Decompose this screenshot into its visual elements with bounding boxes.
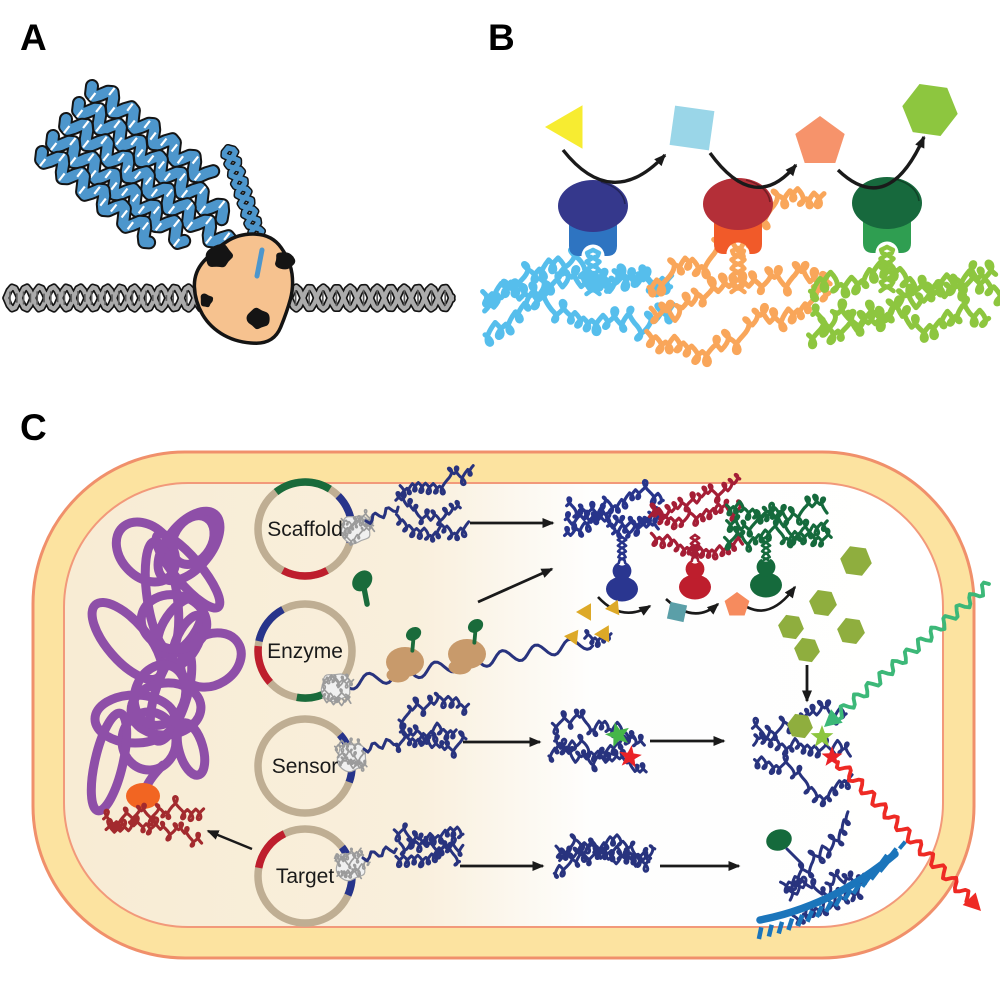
rna-polymerase-icon [333, 737, 368, 773]
plasmid-label-sensor: Sensor [272, 755, 339, 778]
rna-polymerase-protein [192, 232, 296, 345]
plasmid-label-target: Target [276, 865, 335, 888]
green-protein-icon [467, 618, 484, 645]
flow-arrows [460, 518, 812, 871]
metabolite-hexagon-icon [837, 618, 865, 644]
metabolite-hexagon-icon [840, 546, 872, 576]
green-star-icon [605, 722, 629, 748]
genomic-transcription [102, 783, 253, 851]
panel-b-enzyme-cascade-illustration [480, 84, 1000, 368]
plasmid-ring [254, 600, 356, 702]
ribosome-icon [386, 626, 424, 683]
metabolite-cascade [564, 546, 872, 663]
membrane-anchored-mrna [756, 840, 907, 940]
cascade-arrows [561, 135, 926, 190]
enzyme-icon [852, 177, 922, 294]
plasmid-label-scaffold: Scaffold [267, 518, 343, 541]
substrate-shapes [545, 84, 958, 163]
triangle-substrate-icon [564, 629, 579, 646]
hexagon-substrate-icon [902, 84, 958, 136]
rna-polymerase-icon [340, 508, 376, 546]
enzyme-icon [679, 560, 711, 600]
panel-a-label: A [20, 17, 47, 58]
fluorescence-arrows [824, 580, 991, 911]
metabolite-hexagon-icon [778, 614, 804, 640]
panel-a-rna-polymerase-dna-illustration [2, 79, 456, 345]
enzyme-icon [606, 562, 638, 602]
panel-c-cell-contents [86, 464, 991, 940]
assembled-scaffold-enzyme-complex [563, 472, 833, 602]
square-substrate-icon [669, 105, 715, 151]
sensor-rna-states [547, 699, 854, 808]
pentagon-substrate-icon [795, 116, 845, 163]
green-protein-icon [352, 570, 373, 607]
plasmid-label-enzyme: Enzyme [267, 640, 343, 663]
enzyme-icon [750, 558, 782, 598]
panel-c-label: C [20, 407, 47, 448]
metabolite-hexagon-icon [809, 590, 837, 616]
red-star-icon [619, 745, 642, 768]
enzyme-icon [558, 180, 628, 297]
triangle-substrate-icon [605, 599, 620, 616]
panel-b-label: B [488, 17, 515, 58]
green-protein-icon [405, 626, 422, 653]
triangle-substrate-icon [576, 603, 591, 621]
rna-polymerase-icon [320, 673, 355, 707]
square-substrate-icon [666, 601, 688, 623]
red-star-icon [821, 746, 843, 766]
bacterial-cell: Scaffold Enzyme Sensor Target [31, 450, 991, 960]
folded-rna-structure [34, 79, 270, 256]
triangle-substrate-icon [545, 105, 583, 149]
ribosome-icon [448, 618, 486, 675]
metabolite-hexagon-icon [794, 637, 820, 663]
rna-polymerase-orange-icon [126, 783, 160, 809]
triangle-substrate-icon [594, 625, 610, 643]
rna-polymerase-icon [333, 847, 371, 882]
metabolite-hexagon-icon [787, 713, 813, 739]
green-protein-icon [766, 829, 792, 851]
pentagon-substrate-icon [724, 592, 750, 616]
green-star-icon [810, 725, 834, 747]
cell-membrane-inner [63, 482, 944, 928]
